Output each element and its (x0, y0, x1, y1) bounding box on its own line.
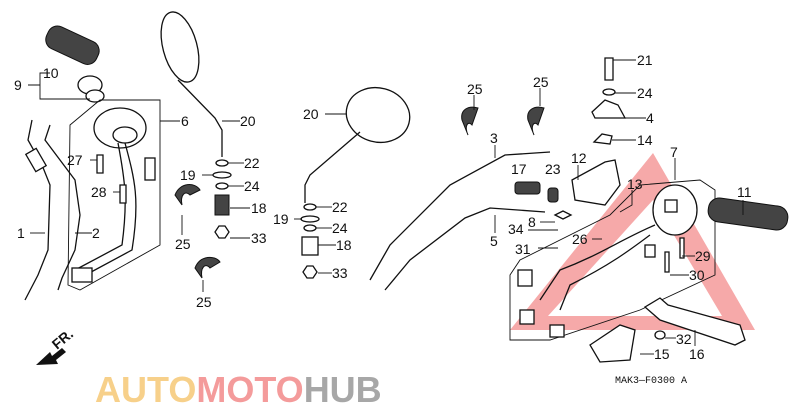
part-label-26: 26 (572, 231, 588, 247)
cable-clamp (174, 184, 201, 206)
part-label-34: 34 (508, 221, 524, 237)
part-label-6: 6 (181, 113, 189, 129)
left-grip (45, 25, 105, 103)
part-label-29: 29 (695, 248, 711, 264)
watermark-text-part: AUTO (95, 369, 196, 409)
drawing-code: MAK3—F0300 A (615, 376, 687, 387)
part-label-8: 8 (528, 214, 536, 230)
part-label-24: 24 (637, 85, 653, 101)
part-label-23: 23 (545, 161, 561, 177)
part-label-10: 10 (43, 65, 59, 81)
part-label-25: 25 (175, 236, 191, 252)
part-label-25: 25 (196, 294, 212, 310)
part-label-25: 25 (533, 74, 549, 90)
part-label-7: 7 (670, 144, 678, 160)
part-label-12: 12 (571, 150, 587, 166)
front-direction-indicator: FR. (36, 326, 76, 365)
watermark-logo: AUTOMOTOHUB (95, 153, 755, 409)
right-mirror (300, 86, 411, 279)
watermark-triangle (510, 153, 755, 330)
part-label-16: 16 (689, 346, 705, 362)
part-label-9: 9 (14, 77, 22, 93)
right-lever-assembly (509, 57, 746, 363)
part-label-5: 5 (490, 233, 498, 249)
right-grip (707, 197, 789, 231)
part-label-22: 22 (244, 155, 260, 171)
part-label-19: 19 (273, 211, 289, 227)
leader-lines (28, 59, 744, 355)
part-label-31: 31 (515, 241, 531, 257)
part-label-15: 15 (654, 346, 670, 362)
part-label-20: 20 (240, 113, 256, 129)
part-label-1: 1 (17, 225, 25, 241)
part-label-11: 11 (737, 184, 752, 200)
part-label-14: 14 (637, 132, 653, 148)
part-label-32: 32 (676, 331, 692, 347)
clutch-cables (369, 151, 551, 291)
part-label-20: 20 (303, 106, 319, 122)
part-label-24: 24 (332, 220, 348, 236)
part-label-4: 4 (646, 110, 654, 126)
part-label-2: 2 (92, 225, 100, 241)
part-label-25: 25 (467, 81, 483, 97)
part-label-3: 3 (490, 130, 498, 146)
part-label-27: 27 (67, 152, 83, 168)
part-label-30: 30 (689, 267, 705, 283)
part-label-19: 19 (180, 167, 196, 183)
cable-clamp (527, 106, 545, 136)
watermark-text-part: MOTO (196, 369, 303, 409)
part-label-33: 33 (251, 230, 267, 246)
part-label-28: 28 (91, 184, 107, 200)
left-mirror (160, 11, 232, 239)
watermark-text: AUTOMOTOHUB (95, 369, 382, 409)
part-label-33: 33 (332, 265, 348, 281)
part-label-18: 18 (336, 237, 352, 253)
part-label-22: 22 (332, 199, 348, 215)
cable-clamp (194, 256, 221, 279)
left-switch-assembly (67, 99, 161, 291)
part-label-21: 21 (637, 52, 653, 68)
part-label-18: 18 (251, 200, 267, 216)
arrow-icon (36, 348, 66, 365)
part-label-17: 17 (511, 161, 527, 177)
direction-label: FR. (49, 326, 77, 353)
throttle-cables (24, 119, 81, 301)
watermark-text-part: HUB (304, 369, 382, 409)
part-label-24: 24 (244, 178, 260, 194)
part-label-13: 13 (627, 176, 643, 192)
cable-clamp (461, 106, 479, 136)
